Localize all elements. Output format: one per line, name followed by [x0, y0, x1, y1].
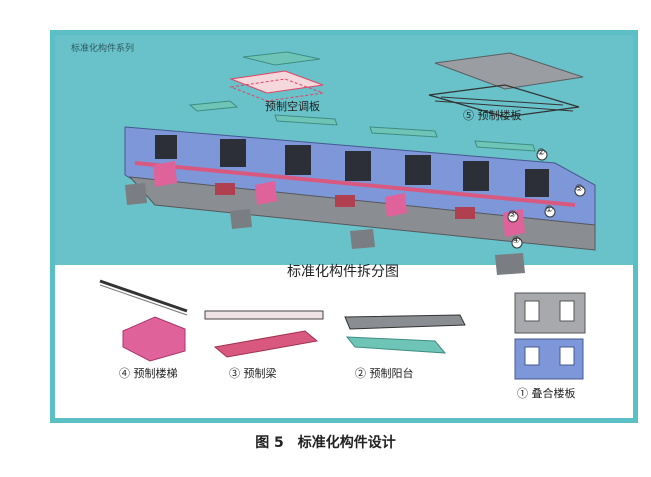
label-precast-stair: ④ 预制楼梯: [119, 367, 178, 380]
marker-4: ④: [512, 236, 521, 246]
balcony-illustration: [344, 314, 466, 354]
composite-slab-illustration: [514, 292, 586, 380]
beam-illustration: [204, 310, 324, 358]
label-composite-floor-slab: ① 叠合楼板: [517, 387, 576, 400]
illustration: [99, 51, 596, 380]
ac-panel-illustration: [229, 51, 324, 102]
figure-frame: 标准化构件系列: [50, 30, 638, 423]
marker-2: ②: [537, 148, 546, 158]
marker-5: ⑤: [575, 184, 584, 194]
label-precast-beam: ③ 预制梁: [229, 367, 277, 380]
marker-1: ①: [545, 205, 554, 215]
label-precast-ac-panel: 预制空调板: [265, 100, 320, 113]
marker-3: ③: [508, 210, 517, 220]
figure-caption: 图 5 标准化构件设计: [255, 435, 396, 451]
series-label: 标准化构件系列: [71, 44, 135, 54]
label-precast-floor-slab: ⑤ 预制楼板: [463, 109, 522, 122]
building-model: [124, 100, 596, 275]
label-precast-balcony: ② 预制阳台: [355, 367, 414, 380]
label-exploded-view: 标准化构件拆分图: [287, 264, 399, 280]
stair-illustration: [99, 279, 188, 362]
floor-slab-illustration: [428, 52, 584, 118]
